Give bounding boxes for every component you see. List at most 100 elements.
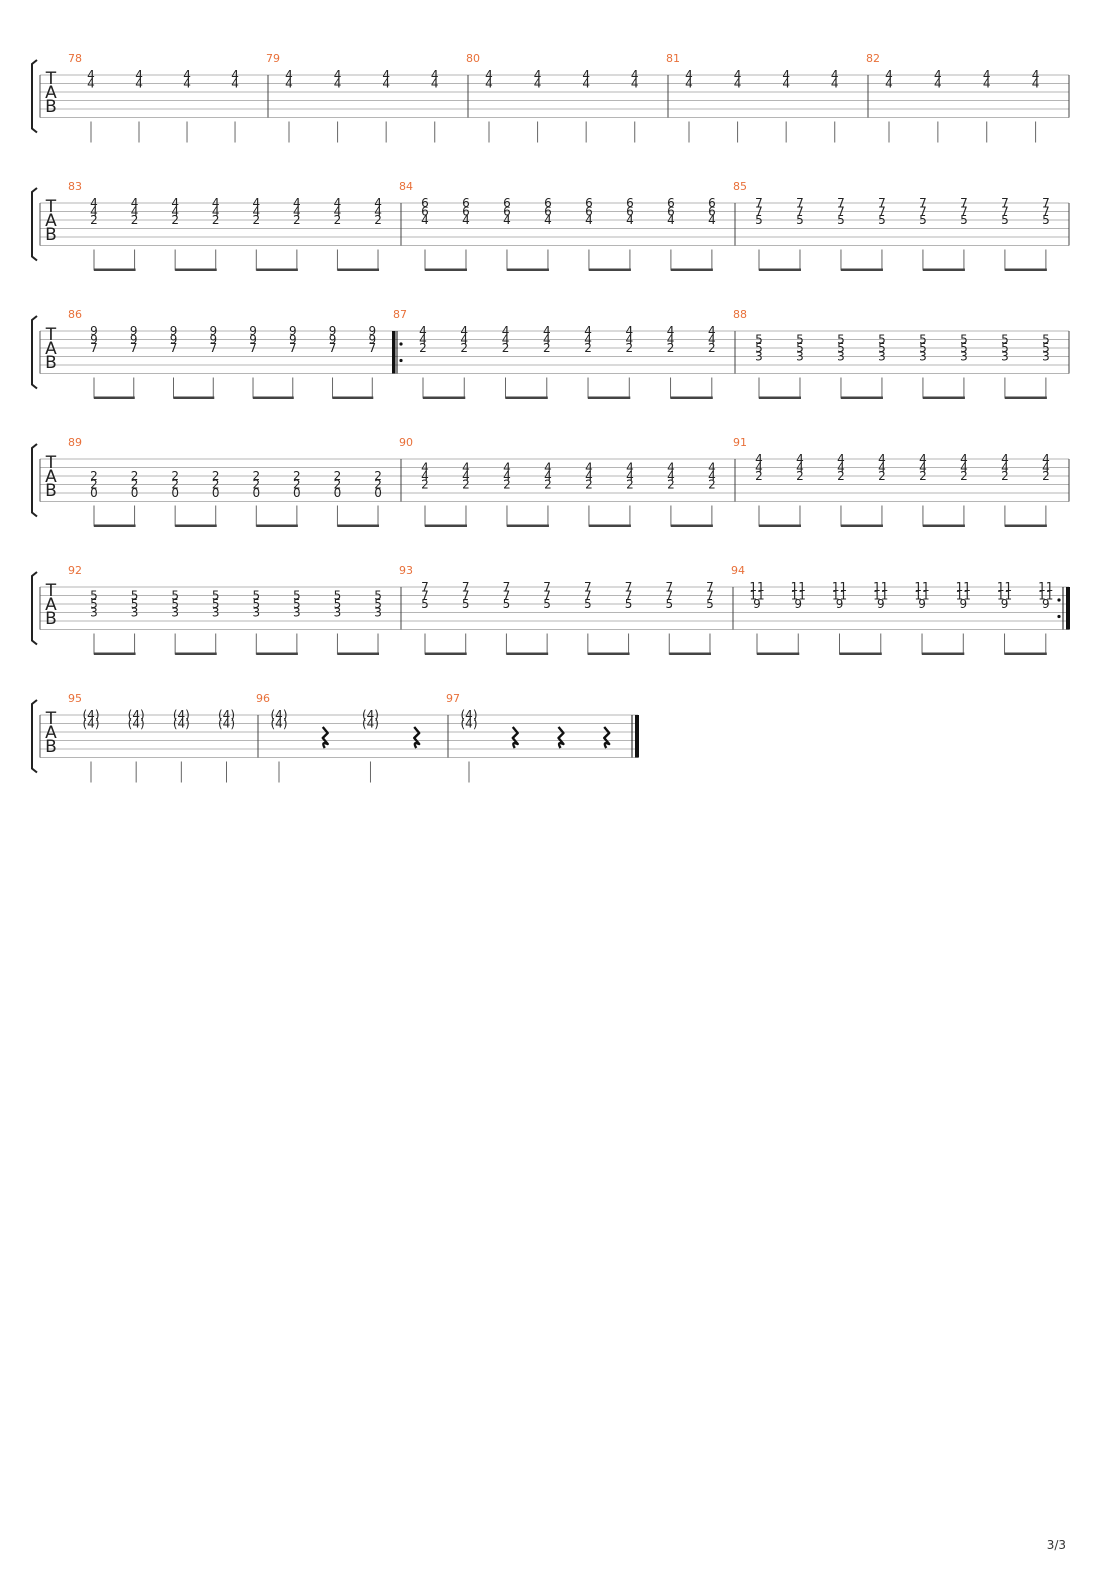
system-bracket <box>31 187 38 262</box>
fret-number: 4 <box>734 77 742 91</box>
fret-number: 5 <box>878 341 886 355</box>
fret-number: 11 <box>914 589 929 603</box>
fret-number: 9 <box>249 324 257 338</box>
fret-number: 5 <box>90 589 98 603</box>
fret-number: 5 <box>1001 341 1009 355</box>
beam <box>840 268 883 271</box>
measure-number: 80 <box>466 52 480 65</box>
fret-number: 4 <box>1001 452 1009 466</box>
fret-number: 6 <box>626 205 634 219</box>
fret-number: 5 <box>131 589 139 603</box>
fret-number: 7 <box>421 580 429 594</box>
fret-number: 2 <box>544 478 552 492</box>
fret-number: 6 <box>462 196 470 210</box>
fret-number: 4 <box>837 461 845 475</box>
beam <box>670 396 713 399</box>
fret-number: 4 <box>625 333 633 347</box>
fret-number: 4 <box>631 68 639 82</box>
fret-number: 5 <box>90 597 98 611</box>
fret-number: 3 <box>755 350 763 364</box>
fret-number: 4 <box>584 324 592 338</box>
fret-number: 7 <box>919 205 927 219</box>
fret-number: 5 <box>919 213 927 227</box>
fret-number: (4) <box>83 708 100 722</box>
fret-number: 2 <box>252 478 260 492</box>
fret-number: 9 <box>289 324 297 338</box>
fret-number: 4 <box>502 324 510 338</box>
fret-number: 2 <box>293 469 301 483</box>
beam <box>922 396 965 399</box>
fret-number: 2 <box>585 478 593 492</box>
fret-number: 5 <box>706 597 714 611</box>
measure-number: 93 <box>399 564 413 577</box>
fret-number: 4 <box>667 333 675 347</box>
fret-number: 5 <box>334 589 342 603</box>
measure-number: 95 <box>68 692 82 705</box>
fret-number: 2 <box>171 478 179 492</box>
fret-number: 6 <box>667 196 675 210</box>
fret-number: 2 <box>626 478 634 492</box>
fret-number: 4 <box>485 77 493 91</box>
fret-number: 4 <box>885 68 893 82</box>
fret-number: 11 <box>997 580 1012 594</box>
fret-number: 4 <box>334 205 342 219</box>
fret-number: 7 <box>665 580 673 594</box>
fret-number: 3 <box>252 606 260 620</box>
fret-number: 5 <box>919 333 927 347</box>
fret-number: 2 <box>421 478 429 492</box>
fret-number: 2 <box>90 213 98 227</box>
measure-number: 83 <box>68 180 82 193</box>
fret-number: 3 <box>960 350 968 364</box>
beam <box>425 652 467 655</box>
beam <box>839 652 882 655</box>
measure-number: 85 <box>733 180 747 193</box>
fret-number: 9 <box>130 324 138 338</box>
fret-number: 4 <box>534 68 542 82</box>
fret-number: 2 <box>171 213 179 227</box>
fret-number: 6 <box>667 205 675 219</box>
fret-number: 9 <box>90 324 98 338</box>
measure-number: 86 <box>68 308 82 321</box>
fret-number: 7 <box>878 196 886 210</box>
fret-number: 7 <box>706 589 714 603</box>
fret-number: 2 <box>374 469 382 483</box>
fret-number: 5 <box>796 333 804 347</box>
fret-number: 4 <box>90 196 98 210</box>
fret-number: 4 <box>708 461 716 475</box>
fret-number: 3 <box>374 606 382 620</box>
fret-number: 6 <box>421 196 429 210</box>
fret-number: 2 <box>90 478 98 492</box>
measure-number: 88 <box>733 308 747 321</box>
measure: 97(4)(4) <box>446 692 611 783</box>
tab-clef-letter: T <box>45 325 57 345</box>
fret-number: 9 <box>918 597 926 611</box>
fret-number: 5 <box>960 341 968 355</box>
beam <box>759 396 801 399</box>
fret-number: 2 <box>755 469 763 483</box>
fret-number: 5 <box>462 597 470 611</box>
fret-number: 4 <box>667 324 675 338</box>
fret-number: 11 <box>832 589 847 603</box>
fret-number: 4 <box>1001 461 1009 475</box>
beam <box>175 524 217 527</box>
fret-number: 3 <box>90 606 98 620</box>
beam <box>256 652 298 655</box>
fret-number: 5 <box>374 597 382 611</box>
fret-number: 4 <box>983 77 991 91</box>
beam <box>759 524 801 527</box>
tab-clef-letter: B <box>45 481 57 501</box>
fret-number: 9 <box>170 324 178 338</box>
fret-number: 11 <box>914 580 929 594</box>
fret-number: 4 <box>919 461 927 475</box>
fret-number: 3 <box>212 606 220 620</box>
fret-number: 4 <box>462 469 470 483</box>
fret-number: 7 <box>755 205 763 219</box>
fret-number: 5 <box>878 213 886 227</box>
fret-number: 4 <box>1032 68 1040 82</box>
fret-number: 9 <box>209 333 217 347</box>
fret-number: 4 <box>503 461 511 475</box>
fret-number: 4 <box>782 77 790 91</box>
fret-number: 5 <box>755 341 763 355</box>
